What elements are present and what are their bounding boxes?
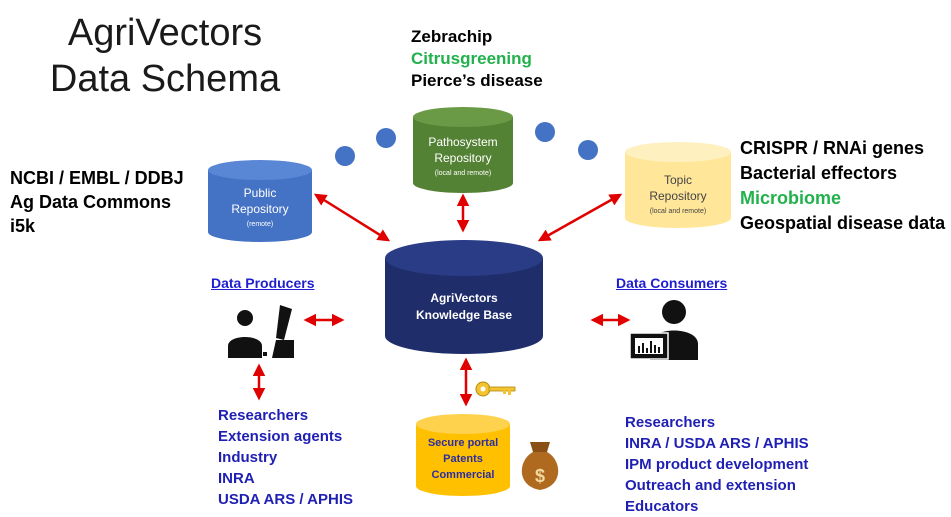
topic-line2: Repository xyxy=(649,189,706,203)
kb-line2: Knowledge Base xyxy=(416,308,512,322)
producer-item: USDA ARS / APHIS xyxy=(218,491,354,508)
topic-item: Geospatial disease data xyxy=(740,213,946,233)
title-line-2: Data Schema xyxy=(49,58,281,100)
secure-line1: Secure portal xyxy=(428,437,498,449)
consumer-item: Educators xyxy=(625,498,699,515)
dot-icon xyxy=(335,146,355,166)
dot-icon xyxy=(376,128,396,148)
secure-line3: Commercial xyxy=(432,469,495,481)
public-sub: (remote) xyxy=(247,221,273,228)
producer-item: INRA xyxy=(218,470,255,487)
pathosystem-line2: Repository xyxy=(434,151,491,165)
producer-icon xyxy=(228,305,294,358)
producer-item: Extension agents xyxy=(218,428,343,445)
topic-item: CRISPR / RNAi genes xyxy=(740,138,925,158)
consumer-item: INRA / USDA ARS / APHIS xyxy=(625,435,809,452)
public-sources-list: NCBI / EMBL / DDBJ Ag Data Commons i5k xyxy=(10,166,184,238)
public-source-item: NCBI / EMBL / DDBJ xyxy=(10,168,184,188)
title-line-1: AgriVectors xyxy=(67,12,263,54)
pathosystem-item: Citrusgreening xyxy=(411,49,532,68)
pathosystem-line1: Pathosystem xyxy=(428,135,497,149)
dot-icon xyxy=(535,122,555,142)
kb-line1: AgriVectors xyxy=(430,291,498,305)
topic-item: Bacterial effectors xyxy=(740,163,898,183)
producer-item: Industry xyxy=(218,449,278,466)
consumers-list: Researchers INRA / USDA ARS / APHIS IPM … xyxy=(625,412,809,517)
public-repository-cylinder: Public Repository (remote) xyxy=(208,160,312,242)
public-line1: Public xyxy=(244,186,277,200)
topic-list: CRISPR / RNAi genes Bacterial effectors … xyxy=(740,136,945,236)
consumer-item: Researchers xyxy=(625,414,716,431)
key-icon xyxy=(475,381,516,397)
dot-icon xyxy=(578,140,598,160)
svg-text:$: $ xyxy=(535,466,545,486)
public-source-item: i5k xyxy=(10,216,36,236)
consumer-computer-icon xyxy=(629,300,698,360)
topic-kb-arrow xyxy=(537,193,623,242)
pathosystem-sub: (local and remote) xyxy=(435,170,491,177)
diagram-title: AgriVectors Data Schema xyxy=(30,10,300,102)
topic-repository-cylinder: Topic Repository (local and remote) xyxy=(625,142,731,228)
producers-list: Researchers Extension agents Industry IN… xyxy=(218,405,353,510)
public-kb-arrow xyxy=(313,193,391,242)
pathosystem-repository-cylinder: Pathosystem Repository (local and remote… xyxy=(413,107,513,193)
secure-line2: Patents xyxy=(443,453,483,465)
producer-item: Researchers xyxy=(218,407,309,424)
topic-line1: Topic xyxy=(664,173,692,187)
public-source-item: Ag Data Commons xyxy=(10,192,172,212)
secure-portal-cylinder: Secure portal Patents Commercial xyxy=(416,414,510,496)
pathosystem-list: Zebrachip Citrusgreening Pierce’s diseas… xyxy=(411,26,543,92)
topic-sub: (local and remote) xyxy=(650,208,706,215)
topic-item: Microbiome xyxy=(740,188,842,208)
knowledge-base-cylinder: AgriVectors Knowledge Base xyxy=(385,240,543,354)
data-producers-header[interactable]: Data Producers xyxy=(211,275,315,291)
public-line2: Repository xyxy=(231,202,288,216)
data-consumers-header[interactable]: Data Consumers xyxy=(616,275,728,291)
pathosystem-item: Zebrachip xyxy=(411,27,493,46)
consumer-item: Outreach and extension xyxy=(625,477,796,494)
pathosystem-item: Pierce’s disease xyxy=(411,71,543,90)
consumer-item: IPM product development xyxy=(625,456,809,473)
money-bag-icon: $ xyxy=(521,442,559,490)
